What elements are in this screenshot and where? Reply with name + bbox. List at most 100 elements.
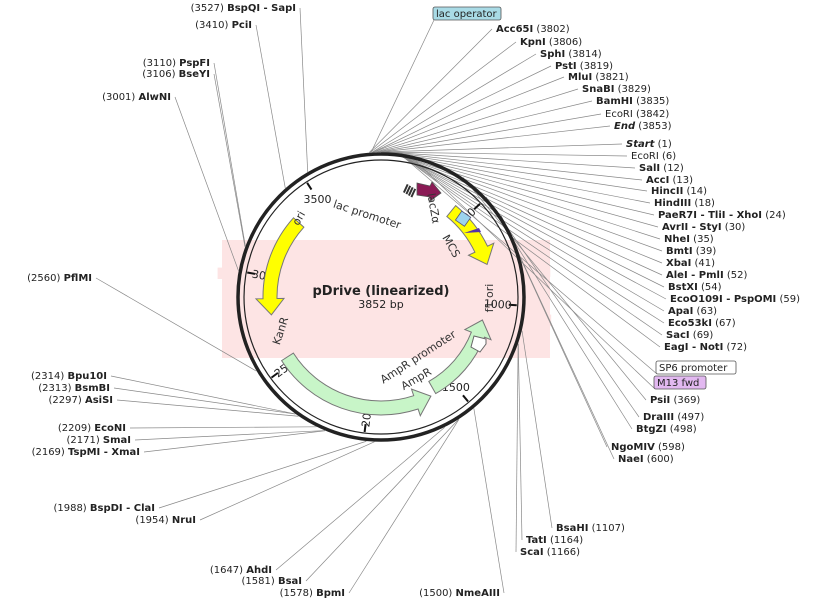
site-position: (600) [644,454,674,465]
site-label[interactable]: (1988) BspDI - ClaI [53,503,155,514]
site-position: (13) [669,175,693,186]
site-name: SacI [666,330,690,341]
feature-ori [254,217,305,316]
site-label[interactable]: ApaI (63) [668,306,717,317]
site-label[interactable]: EcoO109I - PspOMI (59) [670,294,800,305]
site-guide-line [116,399,299,417]
site-name: PsiI [650,395,670,406]
site-label[interactable]: NheI (35) [664,234,714,245]
site-label[interactable]: Start (1) [626,139,672,150]
site-label[interactable]: (1500) NmeAIII [419,588,500,599]
site-position: (3835) [633,96,670,107]
site-label[interactable]: (2209) EcoNI [58,423,126,434]
site-name: SmaI [103,435,131,446]
site-name: SphI [540,49,565,60]
backbone [236,152,526,442]
site-position: (1500) [419,588,455,599]
site-label[interactable]: KpnI (3806) [520,37,582,48]
site-position: (3814) [565,49,602,60]
site-label[interactable]: (3001) AlwNI [102,92,171,103]
site-name: End [614,121,636,132]
site-label[interactable]: HindIII (18) [654,198,715,209]
site-guide-line [473,408,505,594]
site-guide-line [368,28,493,153]
site-label[interactable]: EcoRI (3842) [605,109,669,120]
site-label[interactable]: EcoRI (6) [631,151,676,162]
site-name: Acc65I [496,24,533,35]
sp6-promoter-marker [464,228,481,233]
badge-primer-label: M13 fwd [657,378,699,389]
site-label[interactable]: (3410) PciI [195,20,252,31]
site-labels: (3527) BspQI - SapI (3410) PciI (3110) Psp… [27,3,800,599]
site-label[interactable]: AccI (13) [646,175,693,186]
site-label[interactable]: NaeI (600) [618,454,674,465]
site-label[interactable]: (1578) BpmI [280,588,345,599]
site-label[interactable]: DraIII (497) [643,412,704,423]
site-guide-line [134,430,325,441]
site-name: HincII [651,186,683,197]
guide-lines [95,7,667,594]
site-guide-line [174,96,239,271]
map-length: 3852 bp [358,298,403,311]
site-name: TatI [526,535,547,546]
site-guide-line [485,196,640,418]
site-name: BspDI - ClaI [90,503,155,514]
site-label[interactable]: (2171) SmaI [66,435,131,446]
site-label[interactable]: (2313) BsmBI [38,383,110,394]
site-position: (3819) [577,61,614,72]
site-label[interactable]: XbaI (41) [666,258,715,269]
site-position: (598) [655,442,685,453]
site-label[interactable]: BamHI (3835) [596,96,669,107]
site-name: NaeI [618,454,644,465]
site-label[interactable]: SnaBI (3829) [582,84,651,95]
site-label[interactable]: (2560) PflMI [27,273,92,284]
site-label[interactable]: BtgZI (498) [636,424,697,435]
site-guide-line [348,419,460,594]
site-name: EcoNI [94,423,126,434]
site-name: MluI [568,72,592,83]
site-name: BsmBI [75,383,110,394]
site-label[interactable]: (1581) BsaI [242,576,302,587]
site-guide-line [199,441,375,521]
site-name: BseYI [179,69,210,80]
site-label[interactable]: Acc65I (3802) [496,24,570,35]
site-label[interactable]: HincII (14) [651,186,707,197]
site-label[interactable]: PstI (3819) [555,61,613,72]
site-label[interactable]: MluI (3821) [568,72,629,83]
site-label[interactable]: SphI (3814) [540,49,602,60]
site-label[interactable]: Eco53kI (67) [668,318,736,329]
site-label[interactable]: (2297) AsiSI [49,395,113,406]
site-guide-line [213,73,246,247]
site-label[interactable]: PsiI (369) [650,395,700,406]
site-label[interactable]: SalI (12) [639,163,684,174]
site-label[interactable]: (2314) Bpu10I [31,371,107,382]
site-label[interactable]: ScaI (1166) [520,547,580,558]
site-label[interactable]: (1647) AhdI [210,565,272,576]
site-guide-line [305,419,459,582]
tick-label: 1000 [483,297,512,312]
site-guide-line [373,65,552,153]
site-label[interactable]: BmtI (39) [666,246,716,257]
site-label[interactable]: SacI (69) [666,330,713,341]
site-position: (2171) [66,435,102,446]
site-position: (6) [659,151,676,162]
site-label[interactable]: (3527) BspQI - SapI [191,3,296,14]
site-position: (1578) [280,588,316,599]
site-label[interactable]: AvrII - StyI (30) [662,222,745,233]
site-label[interactable]: NgoMIV (598) [611,442,685,453]
site-label[interactable]: BsaHI (1107) [556,523,625,534]
site-label[interactable]: (1954) NruI [135,515,196,526]
backbone-outer [236,152,526,442]
site-label[interactable]: BstXI (54) [668,282,722,293]
site-label[interactable]: PaeR7I - TliI - XhoI (24) [658,210,786,221]
site-label[interactable]: AleI - PmlI (52) [666,270,747,281]
site-label[interactable]: EagI - NotI (72) [664,342,747,353]
site-label[interactable]: (3106) BseYI [142,69,210,80]
site-label[interactable]: End (3853) [614,121,672,132]
site-label[interactable]: (2169) TspMI - XmaI [32,447,140,458]
site-label[interactable]: TatI (1164) [526,535,583,546]
site-position: (3829) [614,84,651,95]
site-name: PciI [232,20,252,31]
site-position: (24) [762,210,786,221]
site-label[interactable]: (3110) PspFI [143,58,210,69]
